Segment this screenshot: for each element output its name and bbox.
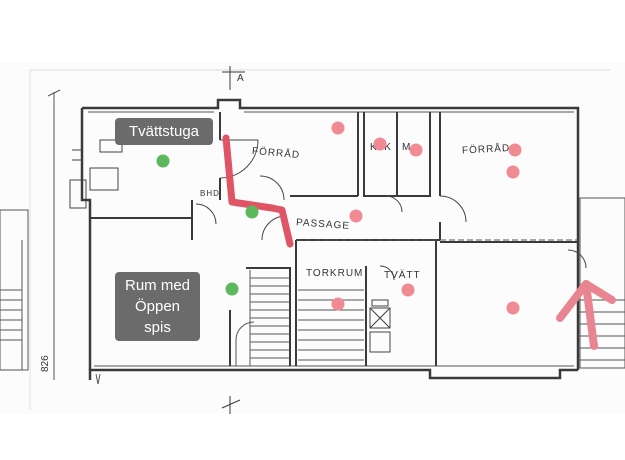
dimension-label: 826	[40, 355, 51, 372]
route-path	[222, 134, 294, 248]
room-text-forrad-2: FÖRRÅD	[462, 141, 511, 157]
pink-marker	[506, 301, 520, 315]
pink-marker	[409, 143, 423, 157]
pink-marker	[373, 137, 387, 151]
drying-room-lines	[298, 289, 364, 361]
laundry-fixtures	[69, 139, 123, 209]
label-rum-line-2: Öppen spis	[134, 298, 181, 336]
room-text-forrad-1: FÖRRÅD	[251, 144, 300, 161]
door-swings	[195, 139, 587, 281]
thin-outer-lines	[88, 111, 574, 385]
pink-marker	[401, 283, 415, 297]
label-rum-line-1: Rum med	[124, 277, 191, 294]
section-marker-bottom	[221, 396, 241, 414]
room-text-torkrum: TORKRUM	[306, 268, 363, 279]
entrance-arrow	[556, 280, 616, 350]
room-text-passage: PASSAGE	[296, 217, 351, 232]
left-exterior-steps	[0, 209, 29, 371]
pink-marker	[331, 297, 345, 311]
room-text-m: M	[402, 142, 411, 153]
label-rum-med-oppen-spis: Rum med Öppen spis	[115, 272, 200, 341]
label-tvattstuga-text: Tvättstuga	[128, 123, 200, 140]
label-tvattstuga: Tvättstuga	[115, 118, 213, 145]
dimension-line-left	[47, 89, 61, 380]
paper-background	[0, 62, 625, 414]
internal-staircase	[235, 270, 290, 366]
green-marker	[156, 154, 170, 168]
room-text-bhd: BHD	[200, 189, 220, 198]
green-marker	[225, 282, 239, 296]
section-marker-top	[222, 66, 245, 90]
pink-marker	[506, 165, 520, 179]
wash-fixtures	[369, 299, 391, 353]
room-text-tvatt: TVÄTT	[384, 269, 421, 281]
section-label-top: A	[237, 73, 244, 84]
pink-marker	[508, 143, 522, 157]
pink-marker	[331, 121, 345, 135]
pink-marker	[349, 209, 363, 223]
green-marker	[245, 205, 259, 219]
